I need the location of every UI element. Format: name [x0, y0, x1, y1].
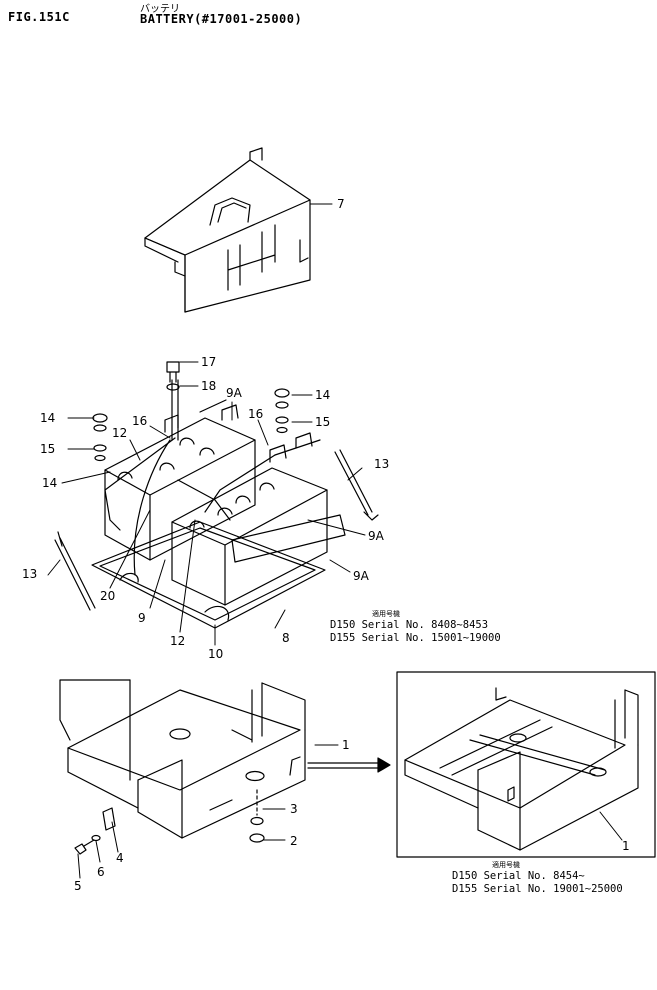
fasteners-bottom: [74, 789, 265, 855]
figure-number: FIG.151C: [8, 10, 70, 24]
callout-1-b: 1: [622, 839, 630, 853]
leader-lines: [47, 203, 623, 879]
callout-13-b: 13: [374, 457, 389, 471]
callout-16-b: 15: [315, 415, 330, 429]
callout-14-text: 14: [42, 476, 57, 490]
callout-17-b: 16: [248, 407, 263, 421]
callout-12-b: 12: [170, 634, 185, 648]
battery-cover: [144, 147, 311, 313]
title-english: BATTERY(#17001-25000): [140, 12, 303, 26]
detail-arrow: [307, 757, 391, 773]
battery-box-old: [59, 679, 306, 839]
callout-11: 10: [208, 647, 223, 661]
battery-cables: [104, 379, 321, 576]
fasteners-top: [92, 361, 290, 462]
callout-3: 3: [290, 802, 298, 816]
callout-10-a: 9A: [226, 386, 243, 400]
title-japanese: バッテリ: [140, 4, 180, 15]
hold-down-rods: [54, 449, 379, 611]
callout-4: 4: [116, 851, 124, 865]
callout-15-b: 14: [315, 388, 330, 402]
callout-10-b: 9A: [368, 529, 385, 543]
callout-13-a: 13: [22, 567, 37, 581]
serials-block-a: 適用号機 D150 Serial No. 8408~8453 D155 Seri…: [330, 609, 501, 644]
serials-b-line-2: D155 Serial No. 19001~25000: [452, 883, 623, 895]
callout-16-a: 15: [40, 442, 55, 456]
serials-a-heading: 適用号機: [372, 609, 400, 618]
serials-block-b: 適用号機 D150 Serial No. 8454~ D155 Serial N…: [452, 860, 623, 895]
battery-tray: [91, 521, 326, 629]
battery-right: [171, 432, 346, 606]
serials-b-heading: 適用号機: [492, 860, 520, 869]
serials-b-line-1: D150 Serial No. 8454~: [452, 870, 585, 882]
callout-17-a: 16: [132, 414, 147, 428]
callout-5: 5: [74, 879, 82, 893]
callout-18: 17: [201, 355, 216, 369]
callout-12-a: 12: [112, 426, 127, 440]
callout-19: 18: [201, 379, 216, 393]
callout-9a: 9A: [353, 569, 370, 583]
serials-a-line-1: D150 Serial No. 8408~8453: [330, 619, 488, 631]
detail-inset: [396, 671, 656, 858]
callout-20: 20: [100, 589, 115, 603]
callout-labels: 7 17 18 9A 14 14 15 16 16 12 15 13 14 14…: [22, 197, 630, 893]
callout-2: 2: [290, 834, 298, 848]
serials-a-line-2: D155 Serial No. 15001~19000: [330, 632, 501, 644]
callout-6: 6: [97, 865, 105, 879]
callout-7: 7: [337, 197, 345, 211]
callout-1-a: 1: [342, 738, 350, 752]
callout-8: 8: [282, 631, 290, 645]
callout-9: 9: [138, 611, 146, 625]
callout-15-a: 14: [40, 411, 55, 425]
